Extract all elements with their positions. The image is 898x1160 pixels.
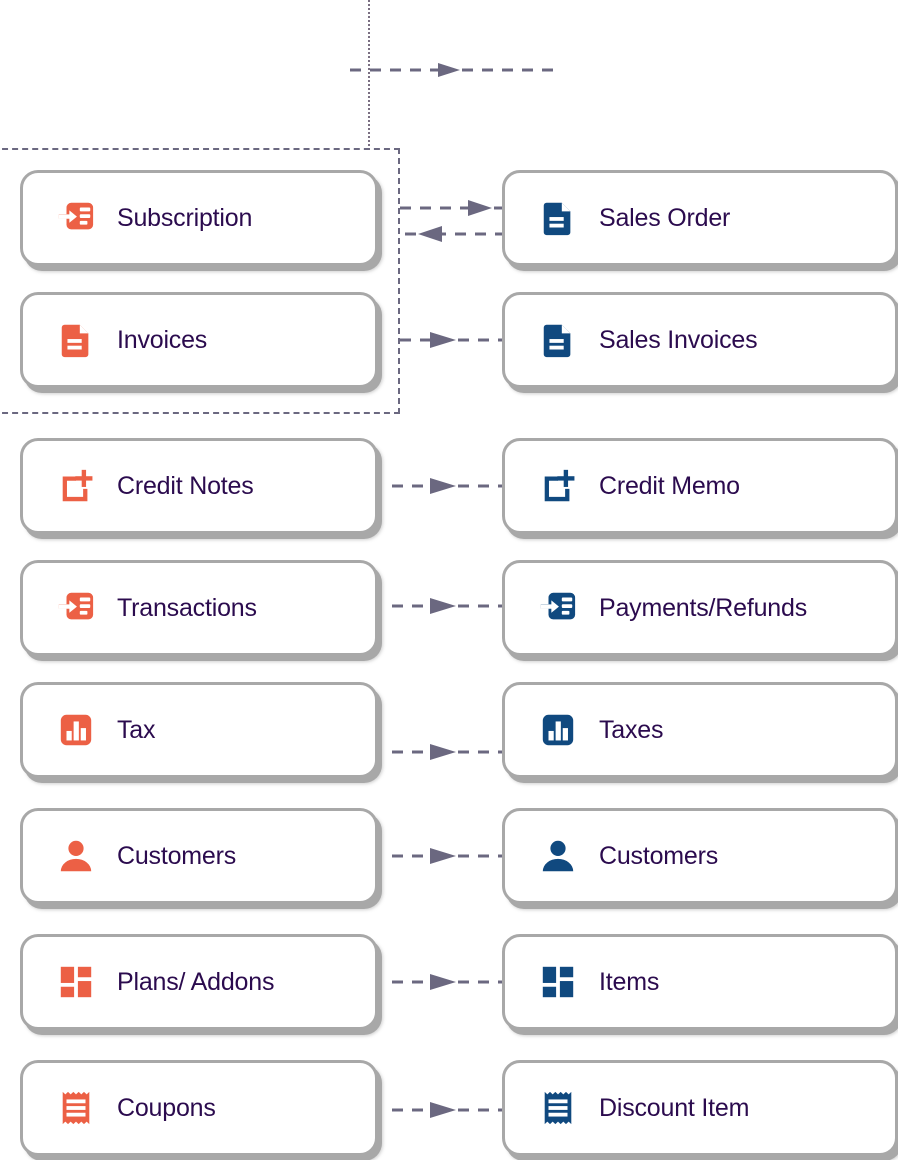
- card-label: Credit Memo: [599, 471, 740, 500]
- card-label: Customers: [599, 841, 719, 870]
- card-plans-addons[interactable]: Plans/ Addons: [20, 934, 378, 1030]
- card-sales-order[interactable]: Sales Order: [502, 170, 898, 266]
- edge-sales-order-to-subscription: [400, 226, 506, 242]
- edge-group-to-external: [350, 63, 556, 77]
- edge-coupons-to-discount-item: [392, 1102, 504, 1118]
- edge-invoices-to-sales-invoices: [400, 332, 506, 348]
- document-icon: [543, 202, 571, 236]
- bar-chart-icon: [60, 714, 92, 746]
- card-label: Tax: [117, 715, 156, 744]
- card-label: Customers: [117, 841, 237, 870]
- card-discount-item[interactable]: Discount Item: [502, 1060, 898, 1156]
- card-customers-left[interactable]: Customers: [20, 808, 378, 904]
- square-plus-icon: [62, 469, 93, 502]
- card-label: Items: [599, 967, 660, 996]
- card-coupons[interactable]: Coupons: [20, 1060, 378, 1156]
- card-label: Sales Order: [599, 203, 731, 232]
- card-label: Plans/ Addons: [117, 967, 275, 996]
- card-payments-refunds[interactable]: Payments/Refunds: [502, 560, 898, 656]
- card-label: Invoices: [117, 325, 208, 354]
- group-trunk-line: [368, 0, 370, 150]
- receipt-icon: [544, 1091, 572, 1125]
- subscription-icon: [58, 592, 94, 620]
- card-customers-right[interactable]: Customers: [502, 808, 898, 904]
- subscription-icon: [540, 592, 576, 620]
- card-tax[interactable]: Tax: [20, 682, 378, 778]
- card-label: Subscription: [117, 203, 253, 232]
- card-sales-invoices[interactable]: Sales Invoices: [502, 292, 898, 388]
- card-items[interactable]: Items: [502, 934, 898, 1030]
- card-label: Sales Invoices: [599, 325, 758, 354]
- card-credit-memo[interactable]: Credit Memo: [502, 438, 898, 534]
- person-icon: [60, 840, 92, 872]
- card-subscription[interactable]: Subscription: [20, 170, 378, 266]
- bar-chart-icon: [542, 714, 574, 746]
- square-plus-icon: [544, 469, 575, 502]
- edge-transactions-to-payments-refunds: [392, 598, 504, 614]
- subscription-icon: [58, 202, 94, 230]
- grid-icon: [542, 966, 574, 998]
- card-label: Taxes: [599, 715, 664, 744]
- edge-plans-addons-to-items: [392, 974, 504, 990]
- card-label: Transactions: [117, 593, 257, 622]
- person-icon: [542, 840, 574, 872]
- document-icon: [543, 324, 571, 358]
- edge-subscription-to-sales-order: [400, 200, 506, 216]
- card-taxes[interactable]: Taxes: [502, 682, 898, 778]
- card-label: Credit Notes: [117, 471, 254, 500]
- edge-credit-notes-to-credit-memo: [392, 478, 504, 494]
- card-label: Payments/Refunds: [599, 593, 808, 622]
- receipt-icon: [62, 1091, 90, 1125]
- card-label: Discount Item: [599, 1093, 750, 1122]
- edge-customers-to-customers: [392, 848, 504, 864]
- card-transactions[interactable]: Transactions: [20, 560, 378, 656]
- card-label: Coupons: [117, 1093, 216, 1122]
- edge-tax-to-taxes: [392, 744, 504, 760]
- card-invoices[interactable]: Invoices: [20, 292, 378, 388]
- document-icon: [61, 324, 89, 358]
- card-credit-notes[interactable]: Credit Notes: [20, 438, 378, 534]
- subscription-invoices-group: [0, 148, 400, 414]
- grid-icon: [60, 966, 92, 998]
